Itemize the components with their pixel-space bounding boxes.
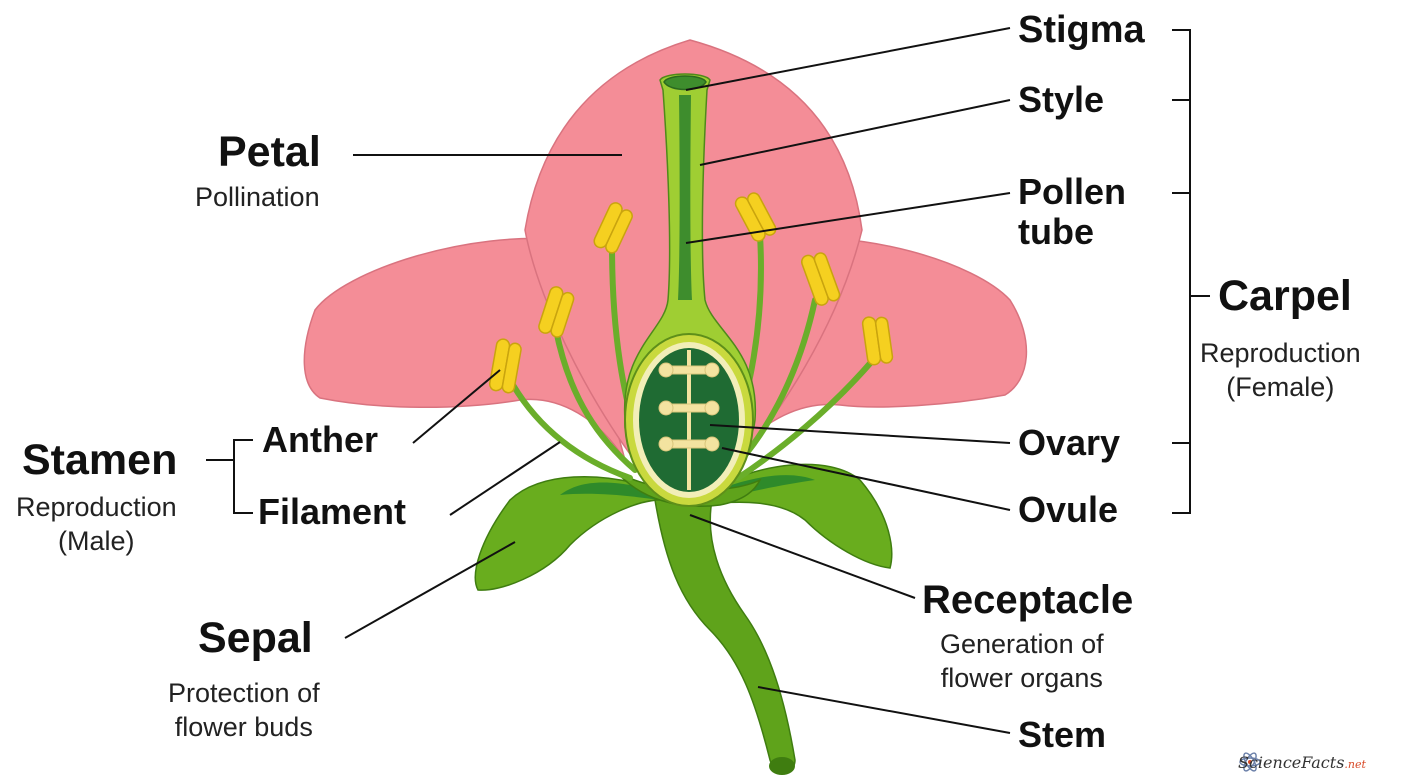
label-carpel: Carpel <box>1218 272 1352 320</box>
label-sepal: Sepal <box>198 614 313 662</box>
label-anther: Anther <box>262 420 378 460</box>
label-stem: Stem <box>1018 715 1106 755</box>
ovule <box>659 437 673 451</box>
label-ovule: Ovule <box>1018 490 1118 530</box>
label-pollen-tube: Pollen tube <box>1018 172 1126 252</box>
carpel-bracket <box>1172 30 1190 513</box>
label-receptacle-role: Generation of flower organs <box>940 627 1104 695</box>
label-filament: Filament <box>258 492 406 532</box>
label-stigma: Stigma <box>1018 6 1145 54</box>
logo-tld: .net <box>1344 758 1366 771</box>
logo-brand: ScienceFacts <box>1238 753 1344 772</box>
ovule <box>705 363 719 377</box>
ovule <box>705 437 719 451</box>
label-receptacle: Receptacle <box>922 576 1133 624</box>
label-sepal-role: Protection of flower buds <box>168 676 320 744</box>
label-stamen-role: Reproduction (Male) <box>16 490 177 558</box>
ovule <box>659 401 673 415</box>
style-tube <box>678 95 692 300</box>
label-ovary: Ovary <box>1018 423 1120 463</box>
label-stamen: Stamen <box>22 436 177 484</box>
label-style: Style <box>1018 80 1104 120</box>
stem <box>655 500 795 771</box>
label-petal-role: Pollination <box>195 180 320 214</box>
ovule <box>705 401 719 415</box>
science-facts-logo: ScienceFacts.net <box>1238 750 1366 774</box>
label-petal: Petal <box>218 128 321 176</box>
ovule <box>659 363 673 377</box>
stem-cut <box>769 757 795 775</box>
label-carpel-role: Reproduction (Female) <box>1200 336 1361 404</box>
stamen-bracket <box>234 440 253 513</box>
